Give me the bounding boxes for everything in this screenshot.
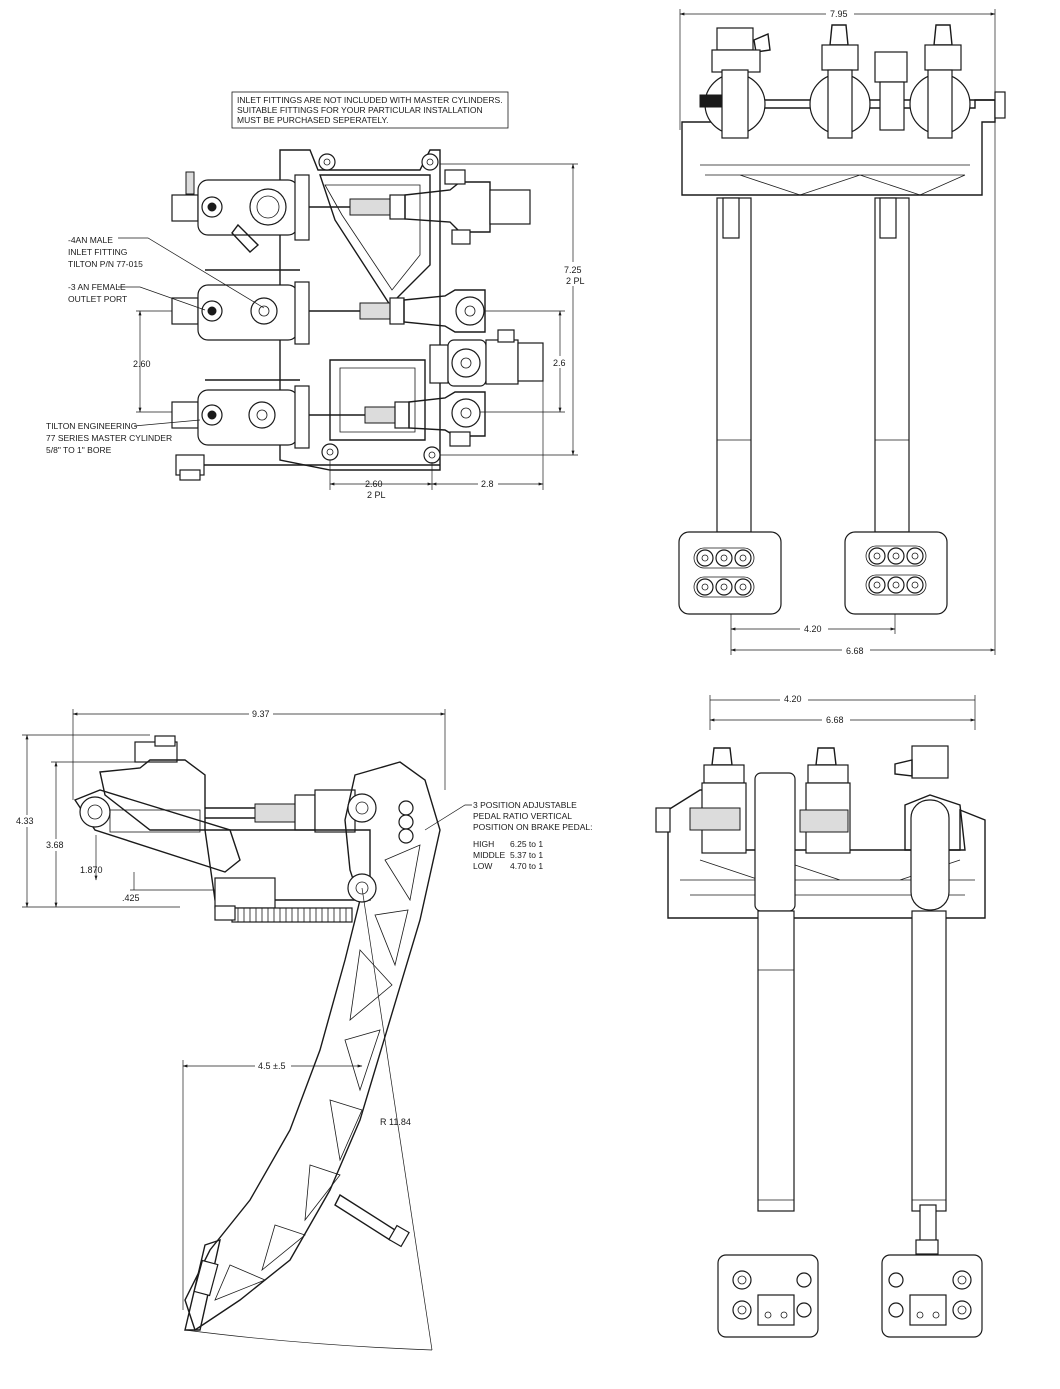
ratio-high-value: 6.25 to 1 [510,839,543,849]
front-cylinder-left [699,27,771,139]
callout-cylinder-1: TILTON ENGINEERING [46,421,137,431]
callout-inlet-3: TILTON P/N 77-015 [68,259,143,269]
rear-cylinder-left [655,747,747,854]
callout-inlet-2: INLET FITTING [68,247,127,257]
top-view-pedal-assembly: INLET FITTINGS ARE NOT INCLUDED WITH MAS… [46,91,588,500]
rear-pedal-pad-right [881,1254,983,1338]
ratio-high-label: HIGH [473,839,494,849]
side-view-brake-pedal: 9.37 4.33 3.68 1.870 .425 [16,708,593,1351]
dim-7-25: 7.25 [564,265,582,275]
callout-cylinder-3: 5/8" TO 1" BORE [46,445,112,455]
pedal-stop-bolt [334,1193,396,1242]
front-cylinder-middle [809,24,871,139]
note-box [231,91,509,129]
callout-outlet-1: -3 AN FEMALE [68,282,126,292]
note-line-3: MUST BE PURCHASED SEPERATELY. [237,115,388,125]
dim-2-60-vertical: 2.60 [133,359,151,369]
ratio-low-label: LOW [473,861,492,871]
dim-7-95: 7.95 [830,9,848,19]
dim-4-20: 4.20 [804,624,822,634]
master-cylinder-row-3 [171,385,486,449]
rear-view-pedal-assembly: 4.20 6.68 [655,694,986,1338]
side-master-cylinder [73,735,356,873]
dim-6-68: 6.68 [846,646,864,656]
dim-2-8-horizontal: 2.8 [481,479,494,489]
front-pedal-pad-right [844,531,948,615]
dim-7-25-pl: 2 PL [566,276,585,286]
note-line-2: SUITABLE FITTINGS FOR YOUR PARTICULAR IN… [237,105,483,115]
dim-radius: R 11.84 [380,1117,411,1127]
front-pedal-arm-left [716,197,752,533]
front-pedal-pad-left [678,531,782,615]
rear-cylinder-middle [799,747,851,854]
return-spring [214,905,353,923]
callout-cylinder-2: 77 SERIES MASTER CYLINDER [46,433,172,443]
ratio-low-value: 4.70 to 1 [510,861,543,871]
rear-pedal-pad-left [717,1254,819,1338]
ratio-note-3: POSITION ON BRAKE PEDAL: [473,822,593,832]
dim-9-37: 9.37 [252,709,270,719]
front-pedal-arm-right [874,197,910,533]
dim-3-68: 3.68 [46,840,64,850]
pedal-base-frame [175,149,441,481]
dim-2-6-vertical: 2.6 [553,358,566,368]
front-view-pedal-assembly: 7.95 [678,8,1006,656]
front-cylinder-right [874,24,1006,139]
rear-cylinder-right [894,745,966,851]
rear-pedal-arm-right [910,799,950,1256]
master-cylinder-row-2 [171,281,486,345]
ratio-middle-value: 5.37 to 1 [510,850,543,860]
rear-pedal-arm-left [754,772,796,1212]
dim-0-425: .425 [122,893,140,903]
dim-4-20-partial: 4.20 [784,694,802,704]
dim-6-68-rear: 6.68 [826,715,844,725]
note-line-1: INLET FITTINGS ARE NOT INCLUDED WITH MAS… [237,95,503,105]
callout-inlet-1: -4AN MALE [68,235,113,245]
ratio-note-1: 3 POSITION ADJUSTABLE [473,800,577,810]
balance-bar-clevis [429,329,544,387]
dim-4-33: 4.33 [16,816,34,826]
dim-2-60-horizontal-pl: 2 PL [367,490,386,500]
dim-4-5: 4.5 ±.5 [258,1061,285,1071]
ratio-note-2: PEDAL RATIO VERTICAL [473,811,572,821]
callout-outlet-2: OUTLET PORT [68,294,127,304]
master-cylinder-row-1 [171,169,531,253]
dim-1-870: 1.870 [80,865,103,875]
ratio-middle-label: MIDDLE [473,850,505,860]
dim-2-60-horizontal: 2.60 [365,479,383,489]
